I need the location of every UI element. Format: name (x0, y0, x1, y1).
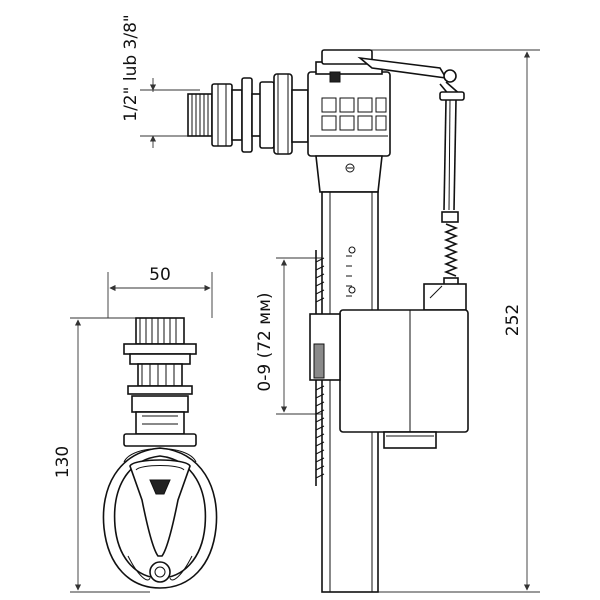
height-left-label: 130 (53, 446, 73, 478)
top-view-thread (123, 317, 197, 447)
float-rod (423, 99, 467, 311)
dimension-height-left: 130 (53, 317, 150, 593)
adjust-label: 0-9 (72 мм) (255, 292, 275, 391)
valve-top-view (102, 317, 218, 589)
width-label: 50 (149, 265, 171, 285)
height-right-label: 252 (503, 304, 523, 336)
lever-arm (357, 56, 465, 101)
float-box (309, 309, 469, 449)
dimension-adjust: 0-9 (72 мм) (255, 257, 328, 415)
top-view-cage (102, 447, 218, 589)
inlet-thread (187, 73, 309, 155)
thread-label: 1/2" lub 3/8" (121, 14, 141, 121)
dimension-width: 50 (107, 265, 213, 318)
valve-head (307, 49, 391, 193)
valve-side-view (187, 49, 469, 593)
